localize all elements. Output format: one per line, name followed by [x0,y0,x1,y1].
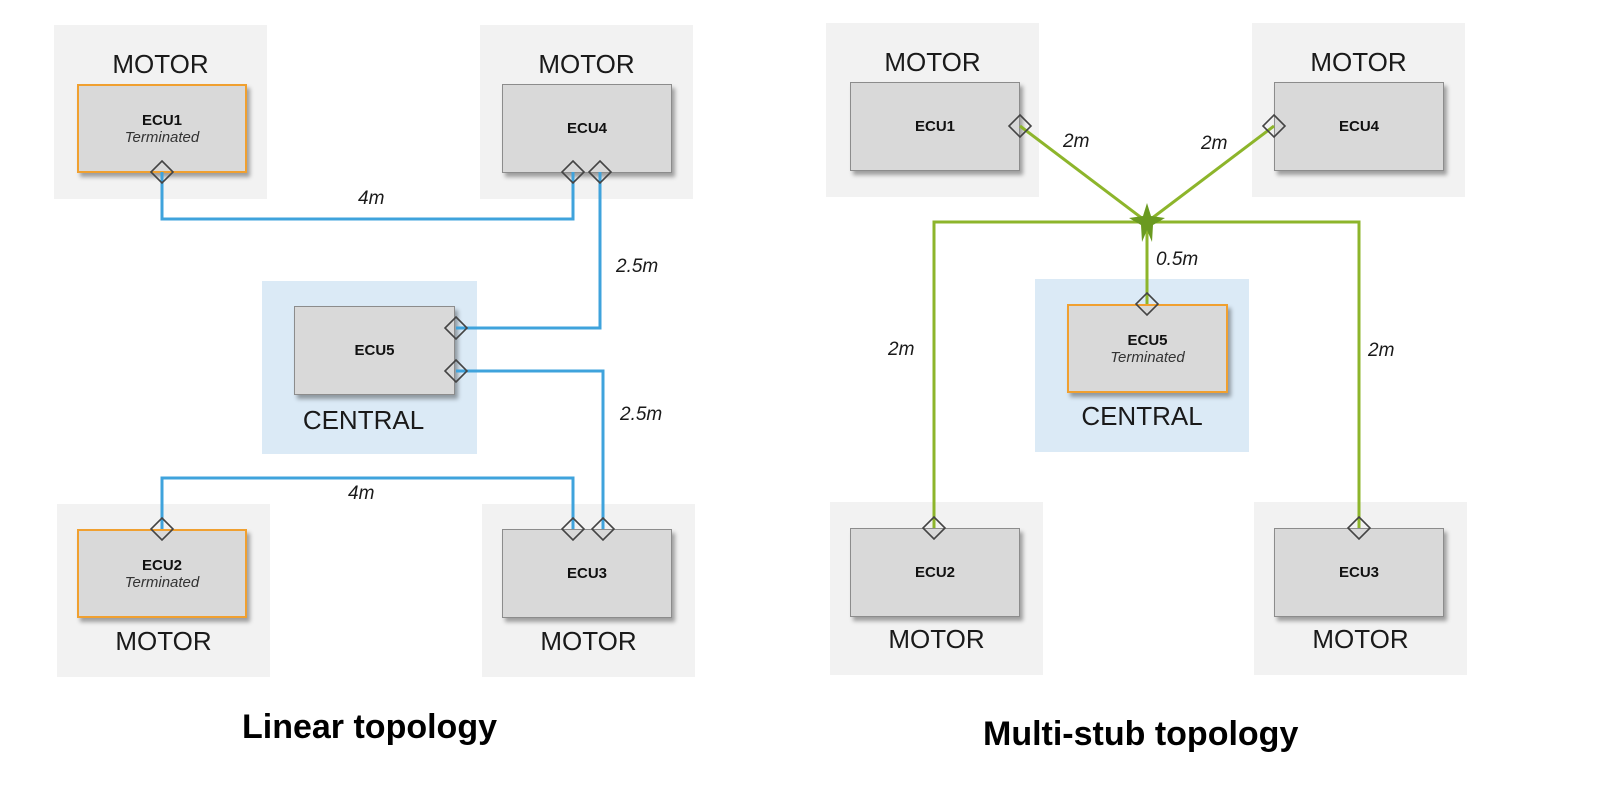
ecu-name: ECU4 [566,120,607,137]
segment-length-ecu3-ecu2: 4m [348,483,375,504]
port-icon[interactable] [560,516,586,542]
stub-length-ecu4: 2m [1201,133,1228,154]
ecu1-node[interactable]: ECU1 Terminated [77,84,247,173]
zone-label: MOTOR [1312,624,1409,654]
ecu2-node[interactable]: ECU2 Terminated [77,529,247,618]
ecu-name: ECU3 [1338,564,1379,581]
ecu-status: Terminated [124,573,200,591]
ecu-name: ECU4 [1338,118,1379,135]
stub-length-ecu2: 2m [888,339,915,360]
segment-length-ecu5-ecu3: 2.5m [620,404,663,425]
multistub-topology-title: Multi-stub topology [983,715,1299,753]
ecu-name: ECU5 [1127,331,1168,349]
wire-ecu3-ecu2[interactable] [160,476,575,529]
ecu3-node[interactable]: ECU3 [502,529,672,618]
ecu5-node[interactable]: ECU5 Terminated [1067,304,1228,393]
ecu2-node[interactable]: ECU2 [850,528,1020,617]
segment-length-ecu1-ecu4: 4m [358,188,385,209]
ecu-status: Terminated [124,128,200,146]
zone-label: CENTRAL [302,405,425,435]
stub-length-ecu3: 2m [1368,340,1395,361]
port-icon[interactable] [1261,113,1287,139]
stub-ecu3[interactable] [1147,220,1361,528]
zone-label: CENTRAL [1081,401,1203,431]
stub-ecu2[interactable] [932,220,1147,528]
port-icon[interactable] [921,515,947,541]
port-icon[interactable] [443,315,469,341]
stub-length-ecu5: 0.5m [1156,249,1199,270]
segment-length-ecu4-ecu5: 2.5m [616,256,659,277]
wire-ecu1-ecu4[interactable] [160,172,575,221]
zone-label: MOTOR [540,626,637,656]
zone-label: MOTOR [888,624,985,654]
ecu-name: ECU2 [914,564,955,581]
port-icon[interactable] [1134,291,1160,317]
ecu-name: ECU1 [141,111,182,129]
port-icon[interactable] [149,159,175,185]
port-icon[interactable] [590,516,616,542]
ecu-name: ECU2 [141,556,182,574]
zone-label: MOTOR [538,49,635,79]
stub-ecu4[interactable] [1146,124,1275,224]
port-icon[interactable] [1007,113,1033,139]
zone-label: MOTOR [884,47,981,77]
ecu-name: ECU5 [354,342,395,359]
ecu-name: ECU3 [566,565,607,582]
port-icon[interactable] [560,159,586,185]
port-icon[interactable] [587,159,613,185]
ecu5-node[interactable]: ECU5 [294,306,455,395]
zone-label: MOTOR [115,626,212,656]
stub-ecu1[interactable] [1019,124,1148,224]
zone-label: MOTOR [112,49,209,79]
wire-ecu5-ecu3[interactable] [456,369,605,529]
ecu4-node[interactable]: ECU4 [1274,82,1444,171]
wire-ecu4-ecu5[interactable] [456,172,602,330]
zone-label: MOTOR [1310,47,1407,77]
ecu-status: Terminated [1110,348,1185,366]
port-icon[interactable] [443,358,469,384]
linear-topology-title: Linear topology [242,708,497,746]
port-icon[interactable] [149,516,175,542]
ecu3-node[interactable]: ECU3 [1274,528,1444,617]
ecu-name: ECU1 [914,118,955,135]
ecu4-node[interactable]: ECU4 [502,84,672,173]
star-junction-icon [1129,203,1165,242]
stub-length-ecu1: 2m [1063,131,1090,152]
port-icon[interactable] [1346,515,1372,541]
ecu1-node[interactable]: ECU1 [850,82,1020,171]
